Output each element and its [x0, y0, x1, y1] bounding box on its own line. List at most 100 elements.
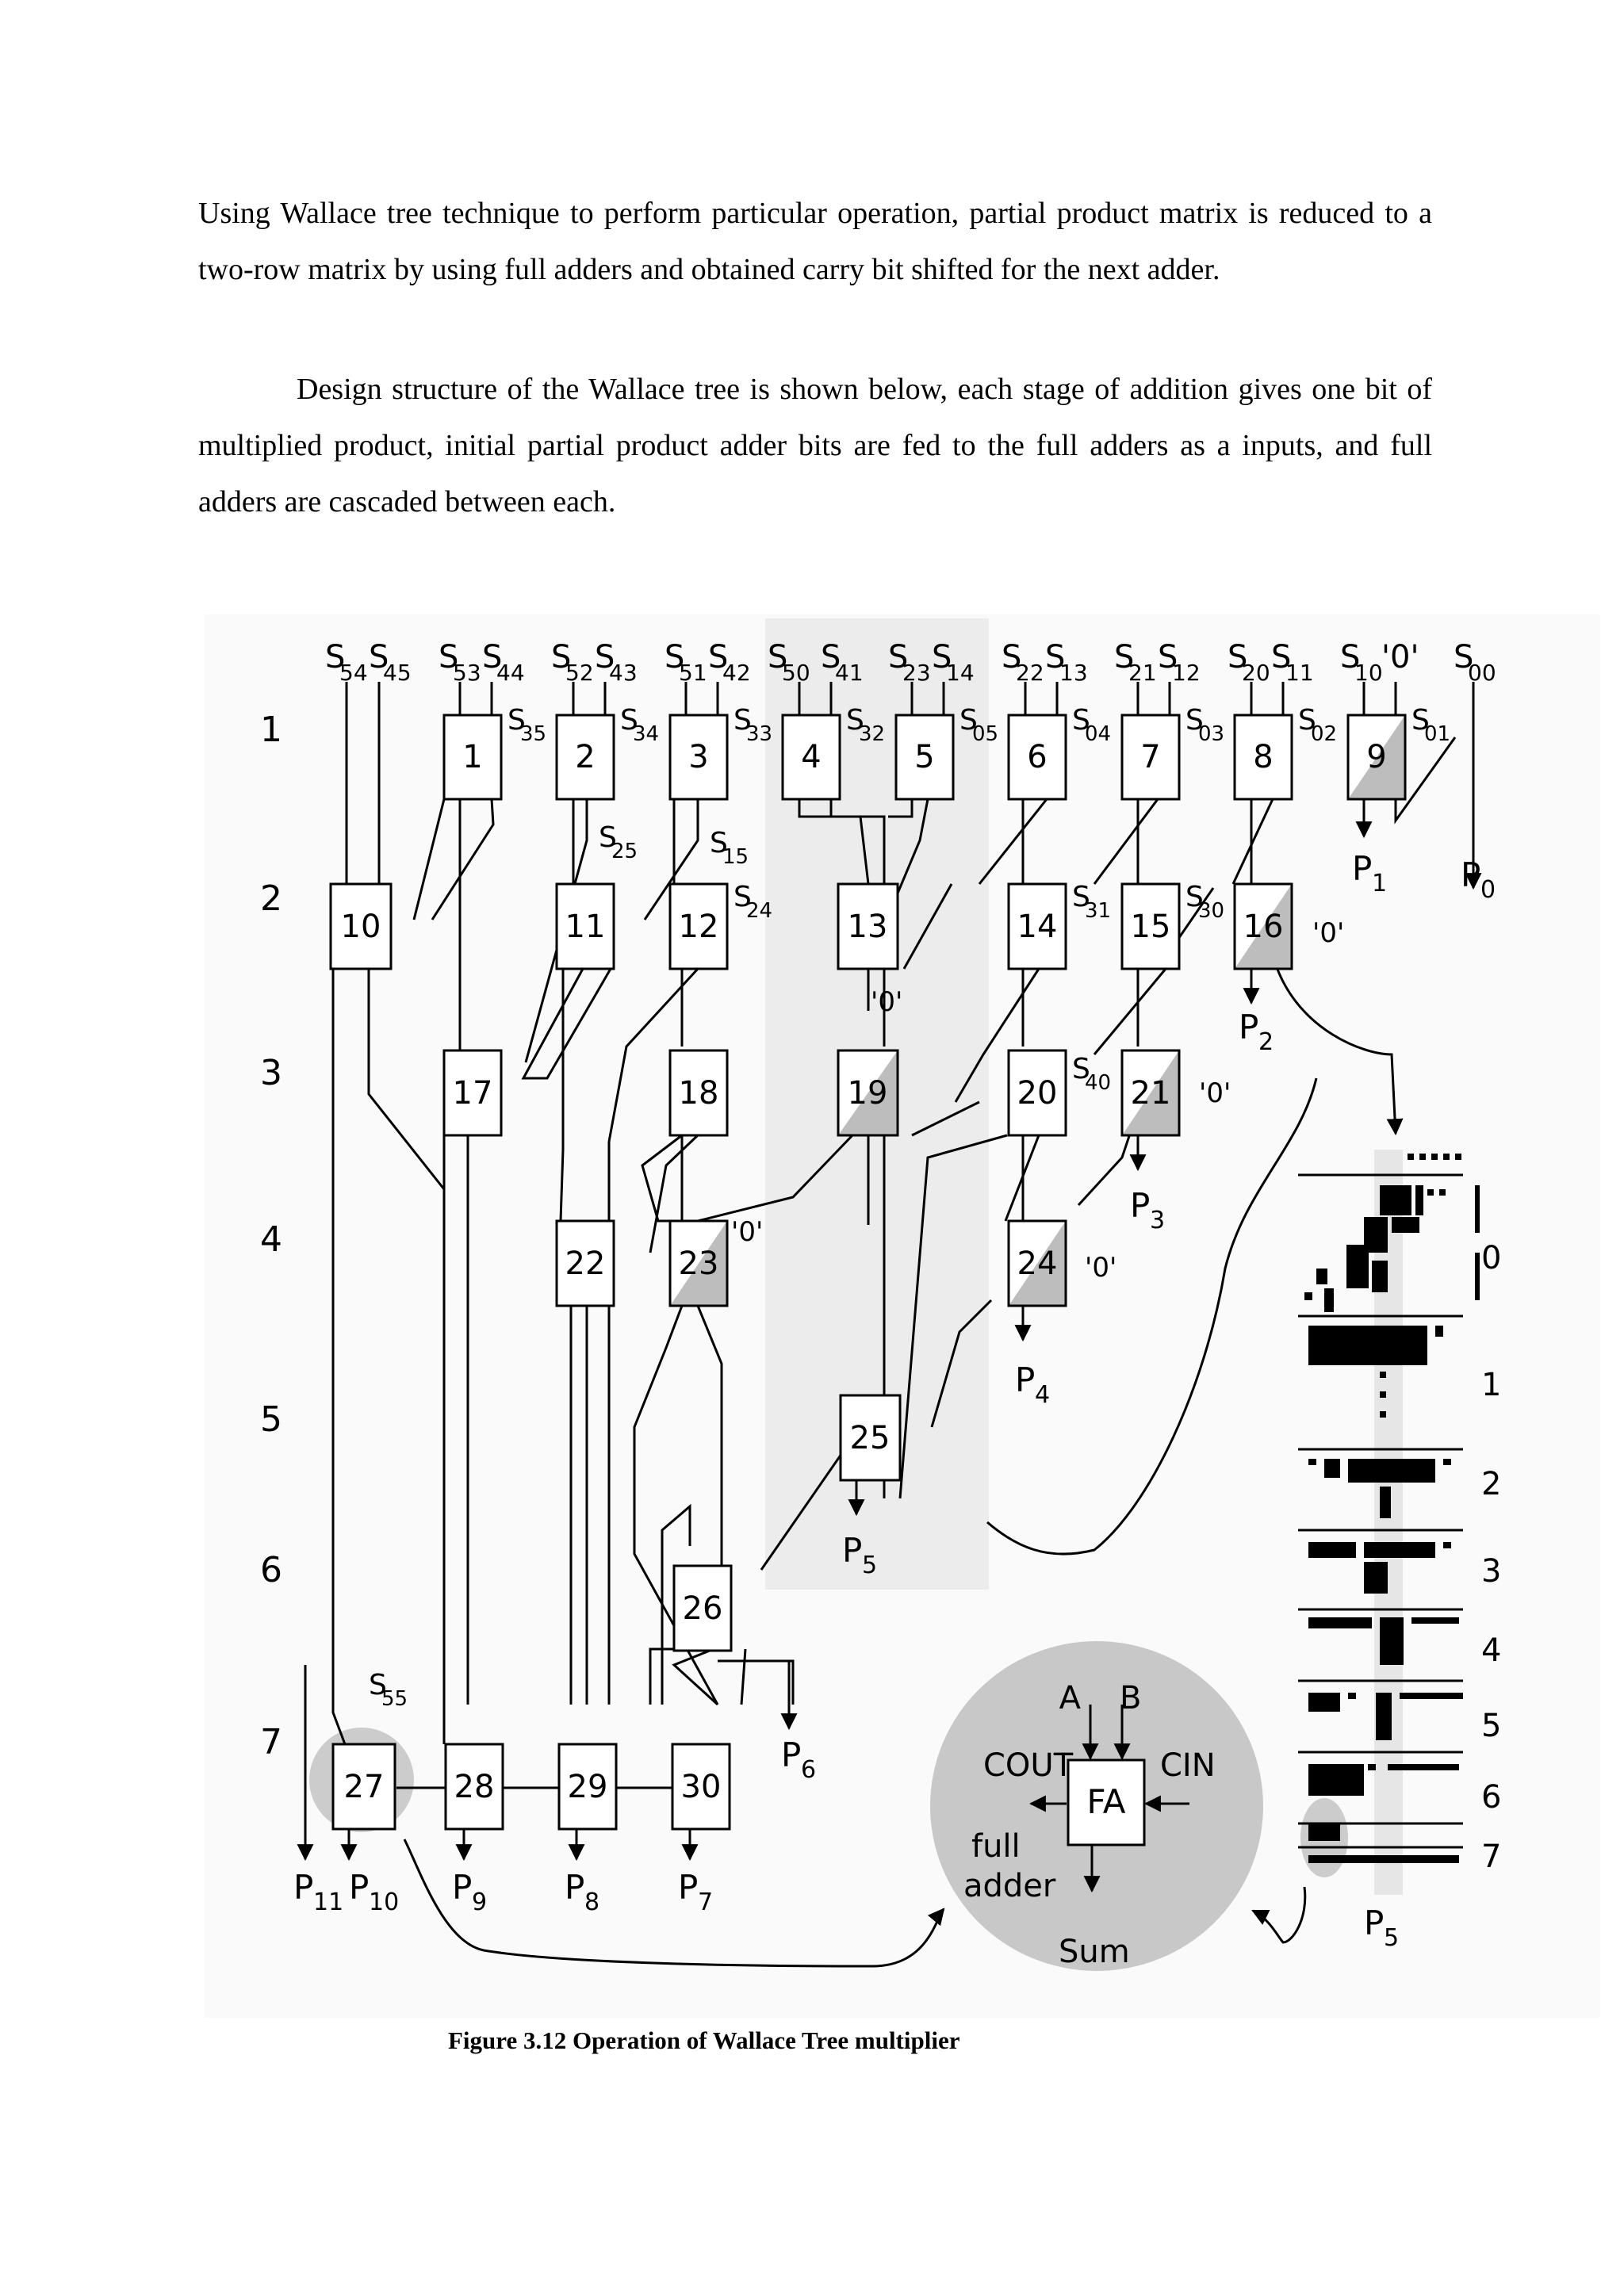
svg-text:55: 55 [381, 1687, 408, 1711]
svg-text:P: P [781, 1735, 801, 1774]
adder-box-half-adder: 16 [1233, 882, 1293, 970]
svg-text:S: S [846, 704, 864, 737]
svg-text:P: P [293, 1868, 313, 1907]
input-pair: S10'0' [1340, 639, 1419, 686]
adder-box: 25 [839, 1394, 902, 1482]
svg-text:S: S [325, 639, 345, 675]
svg-text:6: 6 [801, 1756, 816, 1784]
svg-text:4: 4 [1035, 1381, 1050, 1409]
svg-text:P: P [1015, 1360, 1035, 1399]
svg-text:15: 15 [1131, 909, 1171, 945]
svg-text:25: 25 [611, 840, 638, 863]
svg-text:03: 03 [1198, 722, 1224, 746]
svg-text:8: 8 [1253, 739, 1273, 775]
svg-text:S: S [1411, 704, 1430, 737]
svg-text:43: 43 [609, 660, 638, 686]
svg-text:04: 04 [1085, 722, 1111, 746]
svg-text:S: S [1045, 639, 1065, 675]
adder-box: 30 [671, 1743, 731, 1831]
svg-text:12: 12 [1172, 660, 1201, 686]
adder-box: 15 [1120, 882, 1181, 970]
svg-text:29: 29 [568, 1769, 608, 1805]
svg-text:P: P [842, 1531, 862, 1570]
adder-box: 8 [1233, 714, 1293, 801]
svg-text:00: 00 [1468, 660, 1496, 686]
svg-text:34: 34 [633, 722, 659, 746]
svg-text:4: 4 [801, 739, 821, 775]
svg-text:19: 19 [848, 1075, 888, 1112]
svg-text:P: P [1352, 849, 1372, 888]
matrix-row-label: 6 [1481, 1779, 1501, 1816]
stage-label: 3 [260, 1053, 282, 1093]
svg-text:11: 11 [565, 909, 606, 945]
adder-box: 27 [331, 1743, 396, 1831]
adder-box: 11 [555, 882, 615, 970]
svg-text:52: 52 [565, 660, 594, 686]
svg-text:9: 9 [1366, 739, 1386, 775]
legend-cout: COUT [983, 1747, 1074, 1784]
svg-text:S: S [482, 639, 502, 675]
paragraph-intro: Using Wallace tree technique to perform … [198, 197, 1432, 286]
svg-text:S: S [733, 881, 752, 913]
adder-box: 14 [1007, 882, 1067, 970]
wires [331, 682, 1475, 1968]
svg-text:41: 41 [835, 660, 864, 686]
svg-text:20: 20 [1242, 660, 1270, 686]
svg-text:S: S [1158, 639, 1178, 675]
adder-boxes: 1 2 3 4 5 6 7 8 9 10 11 12 13 14 15 16 1… [329, 714, 1407, 1831]
svg-text:28: 28 [454, 1769, 495, 1805]
svg-text:S: S [708, 639, 728, 675]
svg-text:S: S [1072, 1053, 1090, 1085]
svg-text:'0': '0' [731, 1216, 763, 1248]
matrix-dots [1304, 1154, 1480, 1863]
svg-text:10: 10 [369, 1888, 399, 1916]
paragraph-design: Design structure of the Wallace tree is … [198, 373, 1432, 519]
svg-text:S: S [1228, 639, 1247, 675]
svg-text:'0': '0' [871, 986, 902, 1018]
matrix-row-label: 0 [1481, 1240, 1501, 1276]
svg-text:1: 1 [1372, 870, 1387, 897]
svg-text:'0': '0' [1312, 917, 1344, 949]
svg-text:22: 22 [1016, 660, 1044, 686]
svg-text:S: S [733, 704, 752, 737]
svg-text:6: 6 [1027, 739, 1047, 775]
stage-label: 7 [260, 1722, 282, 1762]
svg-text:P: P [1364, 1904, 1384, 1942]
svg-text:7: 7 [1140, 739, 1160, 775]
product-arrows [297, 799, 1482, 1862]
svg-text:S: S [439, 639, 458, 675]
svg-text:35: 35 [520, 722, 546, 746]
svg-text:S: S [1454, 639, 1473, 675]
svg-text:S: S [1072, 881, 1090, 913]
svg-text:11: 11 [1285, 660, 1314, 686]
svg-text:50: 50 [782, 660, 810, 686]
svg-text:3: 3 [688, 739, 708, 775]
adder-box: 20 [1007, 1049, 1067, 1137]
svg-text:01: 01 [1424, 722, 1450, 746]
svg-text:S: S [508, 704, 526, 737]
svg-text:14: 14 [946, 660, 975, 686]
svg-text:S: S [1002, 639, 1021, 675]
svg-text:S: S [959, 704, 978, 737]
legend-fa-box [1067, 1758, 1146, 1846]
svg-text:13: 13 [848, 909, 888, 945]
svg-text:S: S [932, 639, 952, 675]
legend-adder: adder [963, 1868, 1056, 1904]
svg-text:15: 15 [722, 845, 749, 869]
adder-box-half-adder: 19 [837, 1049, 899, 1137]
